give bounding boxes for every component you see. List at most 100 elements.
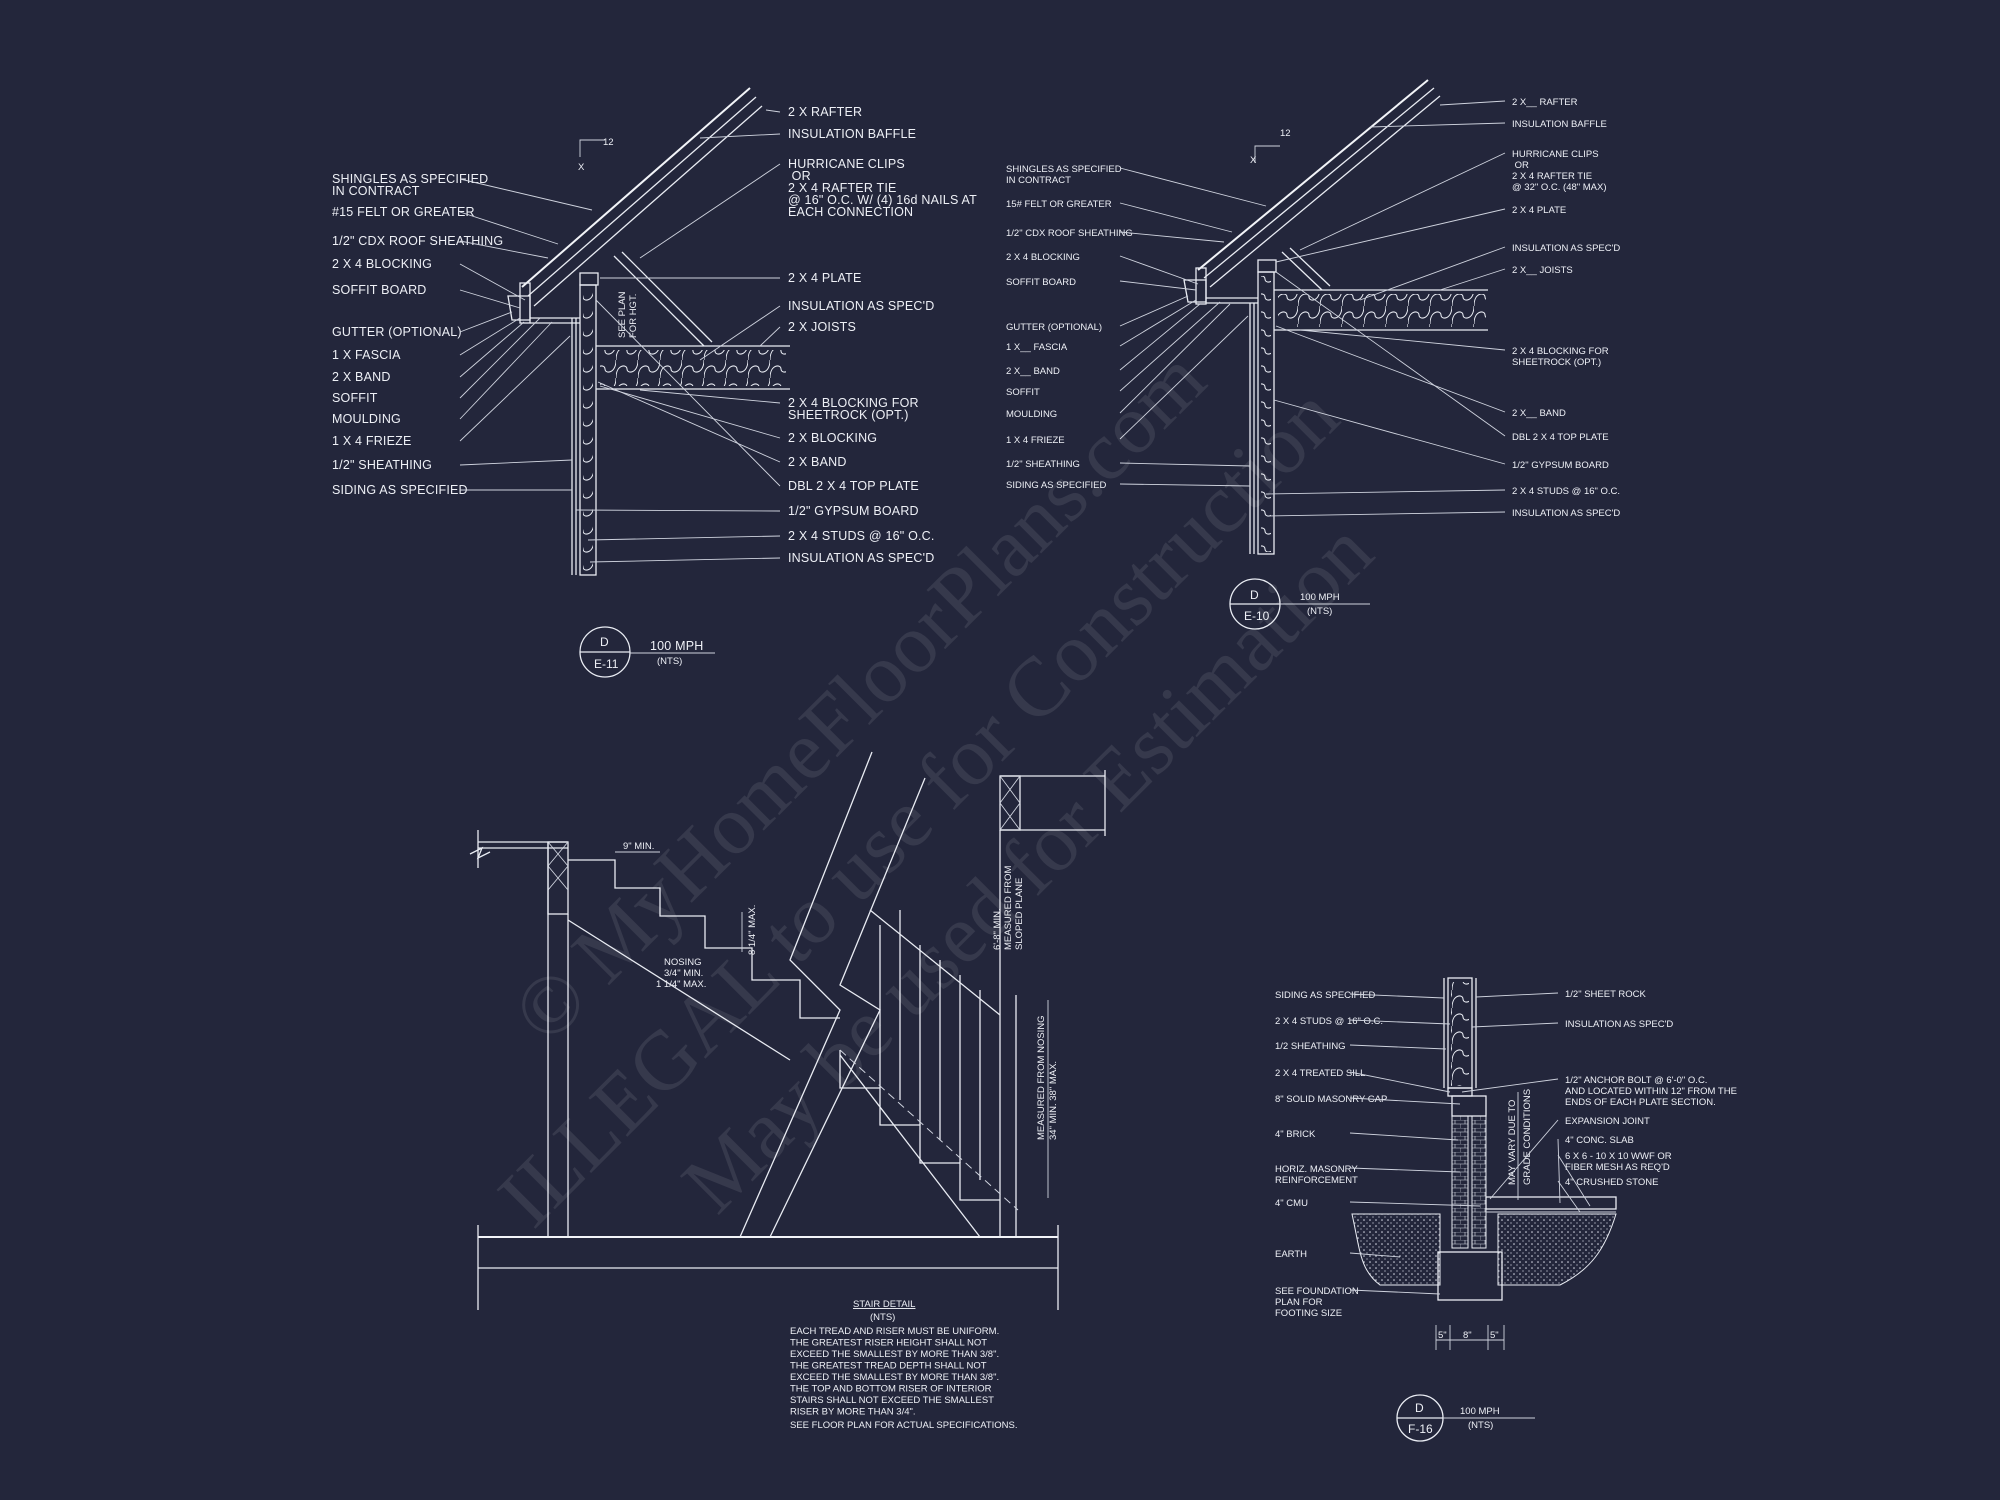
e10-left-callout-9: SOFFIT: [1006, 387, 1040, 398]
f16-right-leader-2: [1471, 1022, 1559, 1028]
e10-tag-number: E-10: [1244, 609, 1270, 623]
e11-right-callout-11: 1/2" GYPSUM BOARD: [788, 504, 919, 518]
f16-left-callout-6: 4" BRICK: [1275, 1129, 1316, 1140]
e11-wind-note: 100 MPH: [650, 639, 704, 653]
e10-right-callouts: 2 X__ RAFTER INSULATION BAFFLE HURRICANE C…: [1265, 97, 1620, 519]
e10-left-callout-12: 1/2" SHEATHING: [1006, 459, 1080, 470]
e10-left-leader-3: [1119, 231, 1225, 243]
e10-right-leader-12: [1267, 511, 1506, 517]
f16-left-leader-4: [1349, 1071, 1451, 1093]
f16-right-leader-4: [1489, 1119, 1559, 1200]
e11-left-callout-2: #15 FELT OR GREATER: [332, 205, 475, 219]
watermark-line-2: ILLEGAL to use for Construction: [481, 369, 1356, 1244]
e11-left-leader-6: [459, 311, 513, 333]
stair-note-line-7: STAIRS SHALL NOT EXCEED THE SMALLEST: [790, 1395, 994, 1406]
f16-right-leader-1: [1475, 992, 1559, 998]
e11-right-leader-3: [639, 163, 781, 259]
e11-right-callout-9: 2 X BAND: [788, 455, 847, 469]
f16-right-callout-4: EXPANSION JOINT: [1565, 1116, 1650, 1127]
e10-left-leader-2: [1119, 202, 1233, 233]
f16-left-leader-3: [1349, 1044, 1447, 1050]
stair-notes: EACH TREAD AND RISER MUST BE UNIFORM.THE…: [790, 1326, 999, 1418]
e10-left-leader-4: [1119, 255, 1199, 285]
stair-note-line-3: EXCEED THE SMALLEST BY MORE THAN 3/8".: [790, 1349, 999, 1360]
e11-left-callout-5: SOFFIT BOARD: [332, 283, 427, 297]
e11-right-leader-11: [575, 509, 781, 512]
stair-note-line-1: EACH TREAD AND RISER MUST BE UNIFORM.: [790, 1326, 999, 1337]
e10-left-callout-6: GUTTER (OPTIONAL): [1006, 322, 1102, 333]
e10-left-callout-8: 2 X__ BAND: [1006, 366, 1060, 377]
e10-right-callout-10: 1/2" GYPSUM BOARD: [1512, 460, 1609, 471]
e10-left-callout-3: 1/2" CDX ROOF SHEATHING: [1006, 228, 1133, 239]
e10-left-leader-9: [1119, 301, 1221, 392]
e11-right-callout-5: INSULATION AS SPEC'D: [788, 299, 934, 313]
e11-right-leader-7: [639, 389, 781, 404]
e11-right-callout-6: 2 X JOISTS: [788, 320, 856, 334]
e10-right-leader-3: [1299, 152, 1506, 251]
f16-left-callout-1: SIDING AS SPECIFIED: [1275, 990, 1375, 1001]
e11-right-leader-1: [765, 109, 781, 113]
e11-left-leader-7: [459, 317, 521, 356]
e11-right-leader-6: [759, 326, 781, 347]
f16-scale: (NTS): [1468, 1420, 1493, 1431]
e10-left-callout-5: SOFFIT BOARD: [1006, 277, 1076, 288]
f16-right-leader-5: [1557, 1138, 1561, 1204]
e11-right-leader-8: [599, 385, 781, 439]
stair-scale: (NTS): [870, 1312, 895, 1323]
e11-left-callout-10: MOULDING: [332, 412, 401, 426]
e10-tag-letter: D: [1250, 588, 1259, 602]
e10-right-callout-11: 2 X 4 STUDS @ 16" O.C.: [1512, 486, 1620, 497]
footing-dim-left: 5": [1438, 1330, 1447, 1341]
e10-left-leader-6: [1119, 295, 1189, 327]
f16-tag-letter: D: [1415, 1401, 1424, 1415]
e11-right-callout-1: 2 X RAFTER: [788, 105, 862, 119]
e10-left-callout-4: 2 X 4 BLOCKING: [1006, 252, 1080, 263]
e11-right-leader-5: [699, 305, 781, 361]
eave-detail-e11: X 12 SEE PLANFOR HGT. SHINGLES AS SPECIF…: [332, 87, 977, 678]
stair-note-line-2: THE GREATEST RISER HEIGHT SHALL NOT: [790, 1338, 987, 1349]
f16-left-leader-1: [1349, 993, 1445, 999]
e11-left-callout-8: 2 X BAND: [332, 370, 391, 384]
e11-left-callout-7: 1 X FASCIA: [332, 348, 401, 362]
headroom-note: 6'-8" MIN.MEASURED FROMSLOPED PLANE: [992, 865, 1025, 950]
e10-left-callout-2: 15# FELT OR GREATER: [1006, 199, 1112, 210]
e11-right-leader-12: [587, 535, 781, 541]
e10-right-callout-4: 2 X 4 PLATE: [1512, 205, 1566, 216]
e11-tag-number: E-11: [594, 657, 619, 671]
pitch-label: 12: [603, 137, 614, 148]
e10-right-leader-10: [1273, 399, 1506, 465]
e10-left-leader-7: [1119, 299, 1197, 347]
e11-left-callout-6: GUTTER (OPTIONAL): [332, 325, 462, 339]
e10-right-leader-8: [1275, 325, 1506, 413]
e10-right-callout-1: 2 X__ RAFTER: [1512, 97, 1578, 108]
e11-left-leader-5: [459, 289, 521, 309]
e10-right-callout-12: INSULATION AS SPEC'D: [1512, 508, 1620, 519]
e10-right-callout-5: INSULATION AS SPEC'D: [1512, 243, 1620, 254]
e10-left-callout-11: 1 X 4 FRIEZE: [1006, 435, 1065, 446]
e10-left-leader-12: [1119, 462, 1251, 467]
e11-left-callout-13: SIDING AS SPECIFIED: [332, 483, 468, 497]
e10-right-callout-8: 2 X__ BAND: [1512, 408, 1566, 419]
stair-note-line-6: THE TOP AND BOTTOM RISER OF INTERIOR: [790, 1384, 992, 1395]
pitch-x-label: X: [578, 162, 585, 173]
stair-note-line-8: RISER BY MORE THAN 3/4".: [790, 1407, 916, 1418]
e10-right-callout-9: DBL 2 X 4 TOP PLATE: [1512, 432, 1609, 443]
e10-left-callout-10: MOULDING: [1006, 409, 1057, 420]
e11-right-leader-2: [699, 133, 781, 139]
grade-note-2: GRADE CONDITIONS: [1522, 1089, 1533, 1185]
e11-left-leader-11: [459, 335, 571, 442]
e10-right-leader-4: [1275, 208, 1506, 263]
e10-right-callout-2: INSULATION BAFFLE: [1512, 119, 1607, 130]
f16-right-callout-5: 4" CONC. SLAB: [1565, 1135, 1634, 1146]
see-plan-note: SEE PLANFOR HGT.: [617, 291, 639, 338]
